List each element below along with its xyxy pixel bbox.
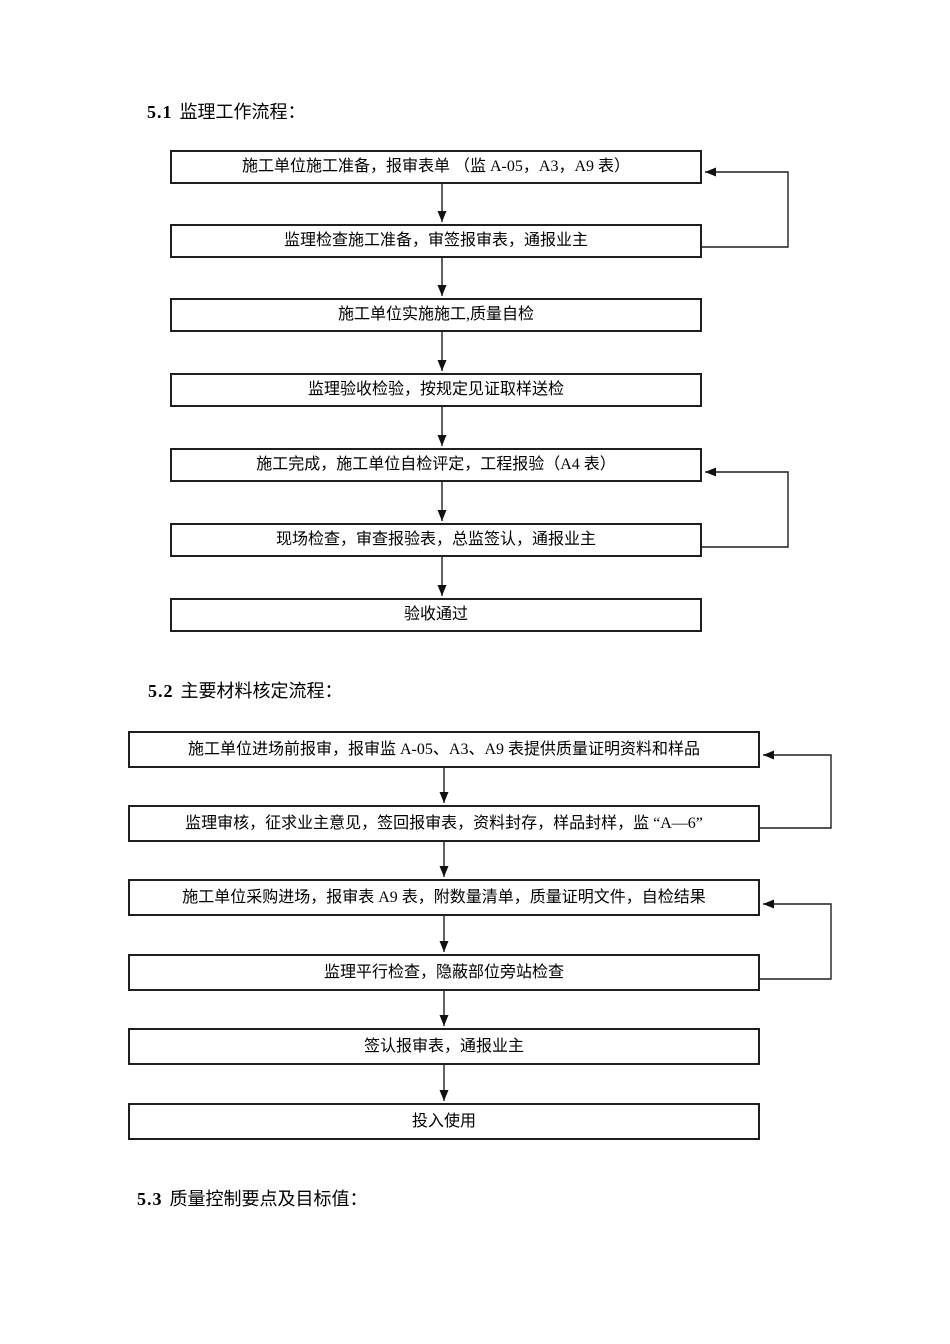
section-title: 监理工作流程：: [179, 102, 306, 122]
section-number: 5.2: [148, 681, 174, 701]
flow2-step-6: 投入使用: [128, 1103, 760, 1140]
flow-step-label: 签认报审表，通报业主: [363, 1037, 524, 1055]
flow1-step-5: 施工完成，施工单位自检评定，工程报验（A4 表）: [170, 448, 702, 482]
flow1-step-6: 现场检查，审查报验表，总监签认，通报业主: [170, 523, 702, 557]
flow2-feedback-loop-2: [760, 899, 832, 980]
section-number: 5.1: [147, 102, 173, 122]
flow-step-label: 施工单位进场前报审，报审监 A-05、A3、A9 表提供质量证明资料和样品: [188, 740, 700, 758]
flow1-step-1: 施工单位施工准备，报审表单 （监 A-05，A3，A9 表）: [170, 150, 702, 184]
flow1-step-2: 监理检查施工准备，审签报审表，通报业主: [170, 224, 702, 258]
flow1-step-4: 监理验收检验，按规定见证取样送检: [170, 373, 702, 407]
section-heading-5-3: 5.3 质量控制要点及目标值：: [137, 1187, 368, 1211]
flow-step-label: 监理平行检查，隐蔽部位旁站检查: [323, 963, 564, 981]
flow2-step-2: 监理审核，征求业主意见，签回报审表，资料封存，样品封样，监 “A—6”: [128, 805, 760, 842]
flow-step-label: 验收通过: [403, 606, 468, 623]
flow2-step-4: 监理平行检查，隐蔽部位旁站检查: [128, 954, 760, 991]
flow1-step-7: 验收通过: [170, 598, 702, 632]
flow2-step-1: 施工单位进场前报审，报审监 A-05、A3、A9 表提供质量证明资料和样品: [128, 731, 760, 768]
section-title: 主要材料核定流程：: [180, 681, 343, 701]
flow-step-label: 监理审核，征求业主意见，签回报审表，资料封存，样品封样，监 “A—6”: [185, 814, 703, 832]
flow-step-label: 施工单位实施施工,质量自检: [337, 306, 534, 323]
flow-step-label: 监理验收检验，按规定见证取样送检: [307, 381, 564, 398]
flow-step-label: 施工完成，施工单位自检评定，工程报验（A4 表）: [256, 456, 616, 473]
flow1-feedback-loop-1: [702, 167, 789, 248]
section-heading-5-2: 5.2 主要材料核定流程：: [148, 679, 343, 703]
flow2-step-5: 签认报审表，通报业主: [128, 1028, 760, 1065]
flow-step-label: 监理检查施工准备，审签报审表，通报业主: [283, 232, 588, 249]
flow1-step-3: 施工单位实施施工,质量自检: [170, 298, 702, 332]
flow2-feedback-loop-1: [760, 750, 832, 829]
section-title: 质量控制要点及目标值：: [169, 1189, 368, 1209]
section-number: 5.3: [137, 1189, 163, 1209]
flow-step-label: 投入使用: [411, 1112, 476, 1130]
flow-step-label: 施工单位施工准备，报审表单 （监 A-05，A3，A9 表）: [242, 158, 630, 175]
flow-step-label: 现场检查，审查报验表，总监签认，通报业主: [275, 531, 596, 548]
flow1-feedback-loop-2: [702, 467, 789, 548]
flow-step-label: 施工单位采购进场，报审表 A9 表，附数量清单，质量证明文件，自检结果: [182, 888, 706, 906]
section-heading-5-1: 5.1 监理工作流程：: [147, 100, 306, 124]
flow2-step-3: 施工单位采购进场，报审表 A9 表，附数量清单，质量证明文件，自检结果: [128, 879, 760, 916]
